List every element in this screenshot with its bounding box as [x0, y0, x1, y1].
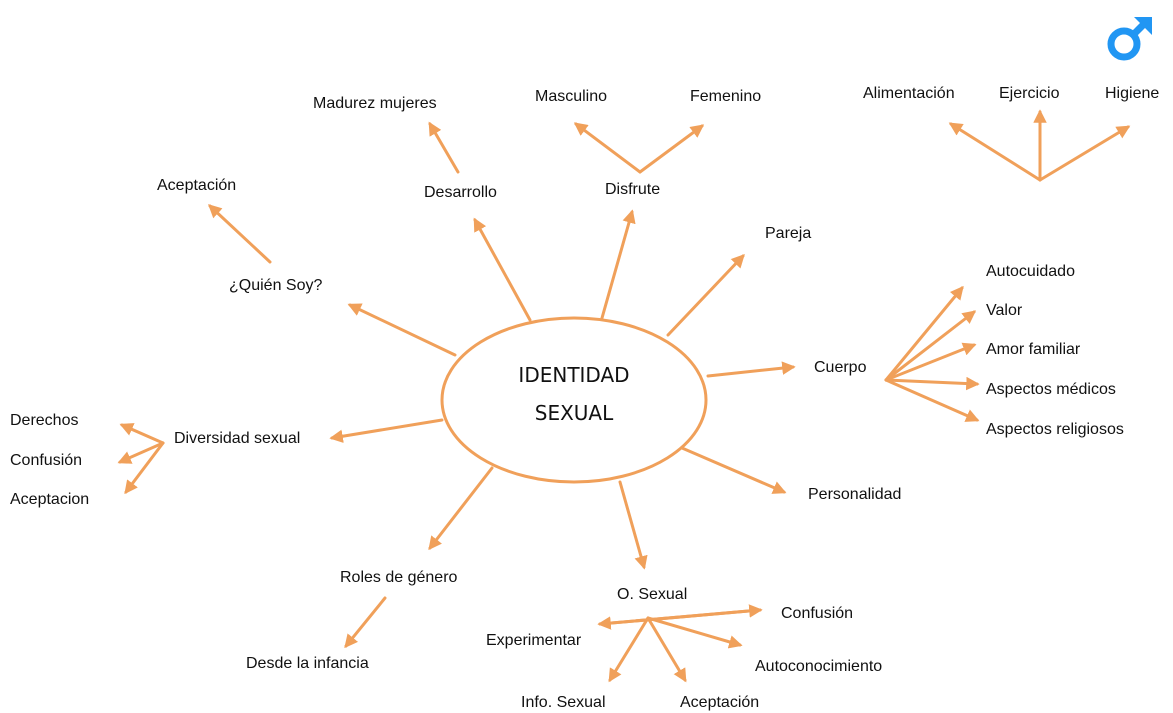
node-cuerpo: Cuerpo — [814, 359, 867, 376]
connector-arrow — [638, 124, 705, 174]
connector-arrow — [428, 466, 494, 551]
node-pareja: Pareja — [765, 225, 812, 242]
node-o-sexual: O. Sexual — [617, 586, 688, 603]
node-experimentar: Experimentar — [486, 632, 582, 649]
node-valor: Valor — [986, 302, 1023, 319]
connector-arrow — [208, 204, 272, 264]
node-autoconocimiento: Autoconocimiento — [755, 658, 883, 675]
connector-arrow — [884, 285, 964, 382]
connector-arrow — [119, 423, 165, 445]
connector-arrow — [1038, 125, 1131, 182]
node-disfrute: Disfrute — [605, 181, 661, 198]
connector-arrow — [666, 254, 745, 337]
connector-arrow — [884, 310, 977, 382]
node-diversidad-sexual: Diversidad sexual — [174, 430, 301, 447]
node-info-sexual: Info. Sexual — [521, 694, 606, 711]
node-masculino: Masculino — [535, 88, 608, 105]
node-amor-familiar: Amor familiar — [986, 341, 1081, 358]
connector-arrow — [473, 217, 532, 322]
node-derechos: Derechos — [10, 412, 79, 429]
arrows-layer — [117, 109, 1131, 683]
node-confusion-bottom: Confusión — [781, 605, 854, 622]
connector-arrow — [600, 209, 636, 320]
node-personalidad: Personalidad — [808, 486, 902, 503]
node-desarrollo: Desarrollo — [424, 184, 497, 201]
node-ejercicio: Ejercicio — [999, 85, 1060, 102]
connector-arrow — [618, 480, 648, 570]
connector-arrow — [597, 608, 762, 630]
male-symbol-icon — [1107, 17, 1152, 61]
connector-arrow — [706, 361, 796, 378]
connector-arrow — [646, 616, 743, 649]
connector-arrow — [117, 441, 165, 464]
node-aceptacion-top: Aceptación — [157, 177, 237, 194]
connector-arrow — [884, 342, 977, 382]
node-aceptacion-left: Aceptacion — [10, 491, 90, 508]
node-autocuidado: Autocuidado — [986, 263, 1075, 280]
connector-arrow — [884, 376, 980, 391]
connector-arrow — [608, 616, 650, 683]
connector-arrow — [124, 441, 165, 495]
node-aspectos-religiosos: Aspectos religiosos — [986, 421, 1124, 438]
connector-arrow — [646, 616, 687, 683]
connector-arrow — [680, 446, 787, 494]
node-roles-de-genero: Roles de género — [340, 569, 458, 586]
node-confusion-left: Confusión — [10, 452, 83, 469]
connector-arrow — [573, 122, 642, 174]
node-alimentacion: Alimentación — [863, 85, 955, 102]
connector-arrow — [948, 122, 1042, 182]
center-title-line2: SEXUAL — [534, 401, 614, 425]
node-madurez-mujeres: Madurez mujeres — [313, 95, 437, 112]
connector-arrow — [344, 596, 387, 649]
center-ellipse — [440, 316, 708, 484]
node-higiene: Higiene — [1105, 85, 1160, 102]
node-aspectos-medicos: Aspectos médicos — [986, 381, 1116, 398]
connector-arrow — [347, 303, 457, 357]
center-title-line1: IDENTIDAD — [518, 363, 630, 387]
connector-arrow — [884, 378, 980, 422]
node-desde-la-infancia: Desde la infancia — [246, 655, 369, 672]
node-quien-soy: ¿Quién Soy? — [229, 277, 323, 294]
connector-arrow — [428, 121, 460, 174]
node-aceptacion-bottom: Aceptación — [680, 694, 760, 711]
connector-arrow — [329, 418, 444, 443]
node-femenino: Femenino — [690, 88, 762, 105]
